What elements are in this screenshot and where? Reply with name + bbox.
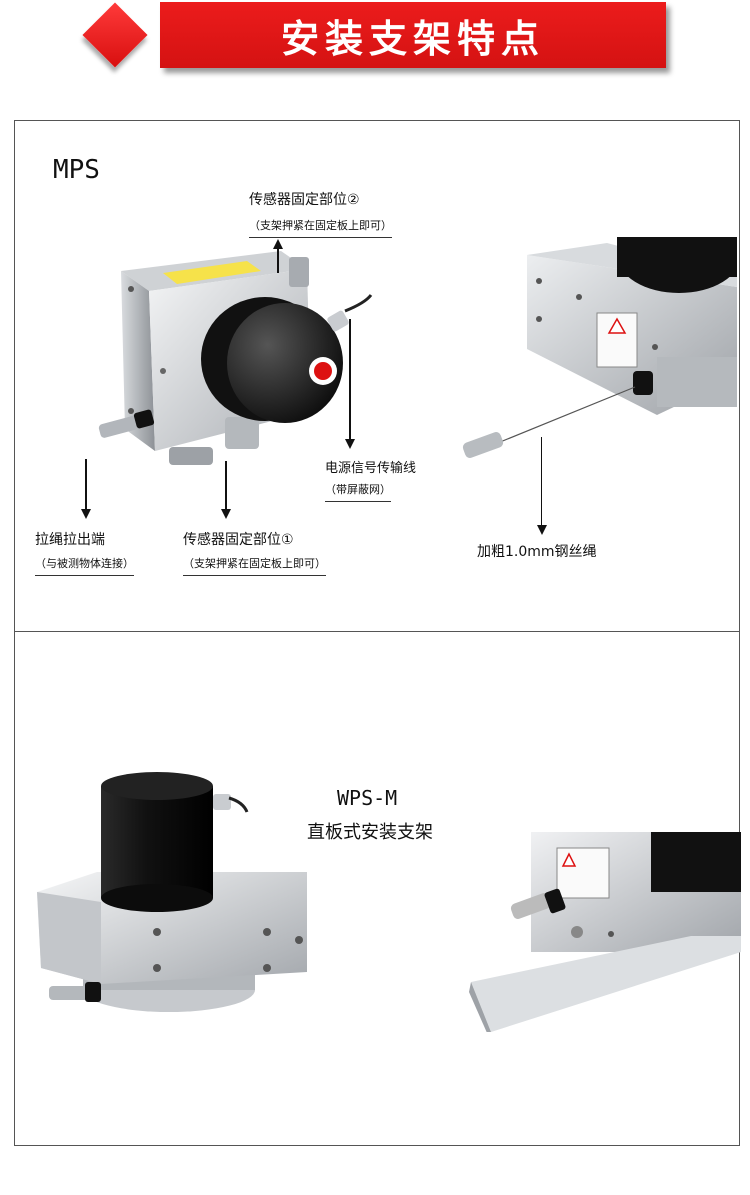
- fix2-sublabel: （支架押紧在固定板上即可）: [249, 217, 392, 238]
- fix1-sublabel: （支架押紧在固定板上即可）: [183, 555, 326, 576]
- arrow-down-icon: [345, 439, 355, 449]
- wps-m-detail-photo: [469, 832, 741, 1032]
- fix1-arrow-line: [225, 461, 227, 509]
- bracket-type-label: 直板式安装支架: [307, 822, 433, 843]
- model-label-wps-m: WPS-M: [337, 786, 398, 810]
- page-header: 安装支架特点: [0, 0, 750, 80]
- rope-sublabel: （与被测物体连接）: [35, 555, 134, 576]
- wps-m-panel: WPS-M 直板式安装支架: [14, 631, 741, 1146]
- rope-arrow-line: [85, 459, 87, 509]
- rope-label: 拉绳拉出端: [35, 532, 105, 548]
- fix2-arrow-line: [277, 247, 279, 273]
- warning-triangle-icon: [561, 852, 577, 867]
- power-arrow-line: [349, 319, 351, 439]
- arrow-up-icon: [273, 239, 283, 249]
- arrow-down-icon: [537, 525, 547, 535]
- arrow-down-icon: [81, 509, 91, 519]
- model-label-mps: MPS: [53, 155, 100, 185]
- wire-detail-photo: [462, 237, 737, 458]
- title-banner: 安装支架特点: [160, 2, 666, 68]
- power-label: 电源信号传输线: [325, 461, 417, 476]
- page-title: 安装支架特点: [280, 16, 545, 61]
- power-sublabel: （带屏蔽网）: [325, 481, 391, 502]
- wps-m-sensor-photo: [37, 772, 307, 1012]
- red-diamond-icon: [82, 2, 148, 68]
- wire-arrow-line: [541, 437, 542, 527]
- fix1-label: 传感器固定部位①: [183, 532, 294, 548]
- fix2-label: 传感器固定部位②: [249, 192, 360, 208]
- warning-triangle-icon: [607, 317, 627, 334]
- wire-label: 加粗1.0mm钢丝绳: [477, 544, 597, 560]
- mps-panel: MPS: [14, 120, 740, 632]
- arrow-down-icon: [221, 509, 231, 519]
- mps-sensor-photo: [98, 251, 373, 465]
